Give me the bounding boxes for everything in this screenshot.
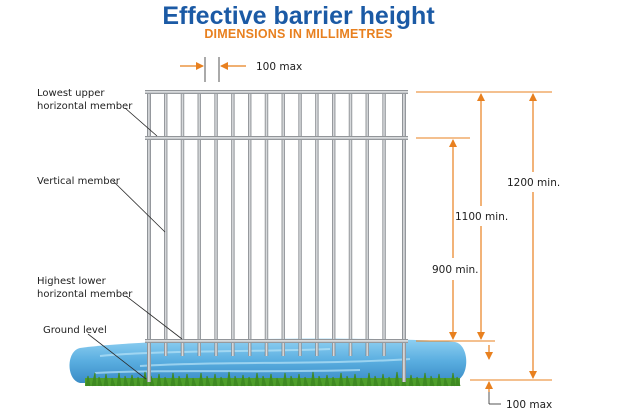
lowest-upper-horizontal-member	[145, 136, 408, 140]
vertical-member	[332, 92, 336, 356]
vertical-member	[382, 92, 386, 356]
vertical-member	[231, 92, 235, 356]
label-highest-lower-2: horizontal member	[37, 289, 133, 300]
leader-lines	[87, 107, 183, 380]
page-title: Effective barrier height	[162, 2, 435, 30]
vertical-member	[315, 92, 319, 356]
dimension-900: 900 min.	[432, 139, 479, 340]
dimension-1200-label: 1200 min.	[507, 177, 560, 189]
fence-post-right	[402, 92, 406, 382]
vertical-members	[164, 92, 386, 356]
grass	[85, 371, 461, 387]
vertical-member	[281, 92, 285, 356]
fence-post-left	[147, 92, 151, 382]
extension-lines	[416, 91, 552, 381]
label-lowest-upper-1: Lowest upper	[37, 88, 105, 99]
dimension-gap-bottom: 100 max	[485, 345, 552, 411]
vertical-member	[248, 92, 252, 356]
top-rail	[145, 90, 408, 94]
page-subtitle: DIMENSIONS IN MILLIMETRES	[204, 27, 393, 41]
label-vertical-member: Vertical member	[37, 176, 121, 187]
dimension-gap-bottom-label: 100 max	[506, 399, 552, 411]
vertical-member	[180, 92, 185, 356]
vertical-member	[365, 92, 369, 356]
label-lowest-upper-2: horizontal member	[37, 101, 133, 112]
vertical-member	[197, 92, 201, 356]
vertical-member	[264, 92, 269, 356]
dimension-1200: 1200 min.	[507, 93, 560, 379]
highest-lower-horizontal-member	[145, 339, 408, 343]
dimension-1100-label: 1100 min.	[455, 211, 508, 223]
label-highest-lower-1: Highest lower	[37, 276, 107, 287]
dimension-900-label: 900 min.	[432, 264, 479, 276]
vertical-member	[298, 92, 302, 356]
label-ground-level: Ground level	[43, 325, 107, 336]
vertical-member	[214, 92, 218, 356]
fence	[145, 90, 408, 382]
vertical-member	[164, 92, 168, 356]
dimension-gap-top: 100 max	[180, 57, 302, 82]
vertical-member	[348, 92, 353, 356]
dimension-1100: 1100 min.	[455, 93, 508, 340]
dimension-gap-top-label: 100 max	[256, 61, 302, 73]
